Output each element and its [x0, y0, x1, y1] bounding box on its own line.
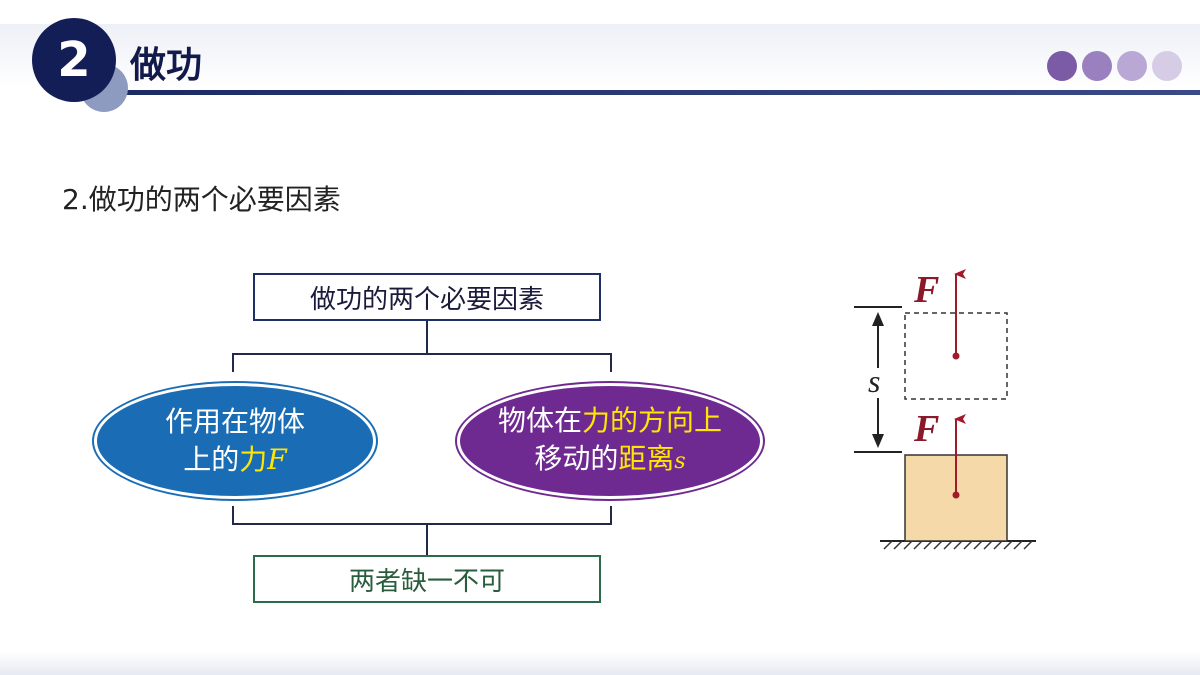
- force-node-variable: F: [267, 443, 287, 476]
- header-dot-1: [1047, 51, 1077, 81]
- section-number-badge: 2: [32, 18, 116, 102]
- distance-factor-node: 物体在力的方向上 移动的距离s: [457, 383, 763, 499]
- ground-hatching: [883, 540, 1033, 550]
- top-factor-box: 做功的两个必要因素: [253, 273, 601, 321]
- header-band: [0, 24, 1200, 88]
- force-node-line-1: 作用在物体: [164, 405, 305, 438]
- distance-node-variable: s: [674, 448, 686, 474]
- header-dot-2: [1082, 51, 1112, 81]
- distance-node-highlight-1: 力的方向上: [582, 403, 723, 437]
- footer-band: [0, 652, 1200, 675]
- header-rule: [95, 90, 1200, 95]
- header-dot-4: [1152, 51, 1182, 81]
- page-title: 做功: [130, 45, 203, 86]
- connector-top-bracket: [232, 353, 612, 372]
- force-node-prefix: 上的: [183, 443, 240, 476]
- distance-node-highlight-2: 距离: [618, 441, 675, 475]
- distance-node-prefix-1: 物体在: [497, 403, 582, 437]
- section-subtitle: 2.做功的两个必要因素: [62, 183, 341, 216]
- distance-arrow-head-up: [872, 312, 884, 326]
- force-label-top: F: [913, 269, 939, 311]
- force-factor-node: 作用在物体 上的力F: [94, 383, 376, 499]
- block-end-dashed: [904, 312, 1008, 400]
- distance-node-line-1: 物体在力的方向上: [498, 402, 722, 440]
- distance-node-line-2: 移动的距离s: [534, 440, 685, 481]
- force-origin-top: [952, 352, 960, 360]
- distance-label: s: [868, 363, 880, 399]
- force-label-bottom: F: [913, 408, 939, 450]
- connector-bottom-bracket: [232, 506, 612, 525]
- force-origin-bottom: [952, 491, 960, 499]
- conclusion-box: 两者缺一不可: [253, 555, 601, 603]
- force-node-line-2: 上的力F: [183, 441, 286, 479]
- distance-label-bg: [866, 368, 890, 398]
- header-dot-3: [1117, 51, 1147, 81]
- force-node-highlight: 力: [239, 443, 268, 476]
- distance-node-prefix-2: 移动的: [534, 441, 619, 475]
- distance-arrow-head-down: [872, 434, 884, 448]
